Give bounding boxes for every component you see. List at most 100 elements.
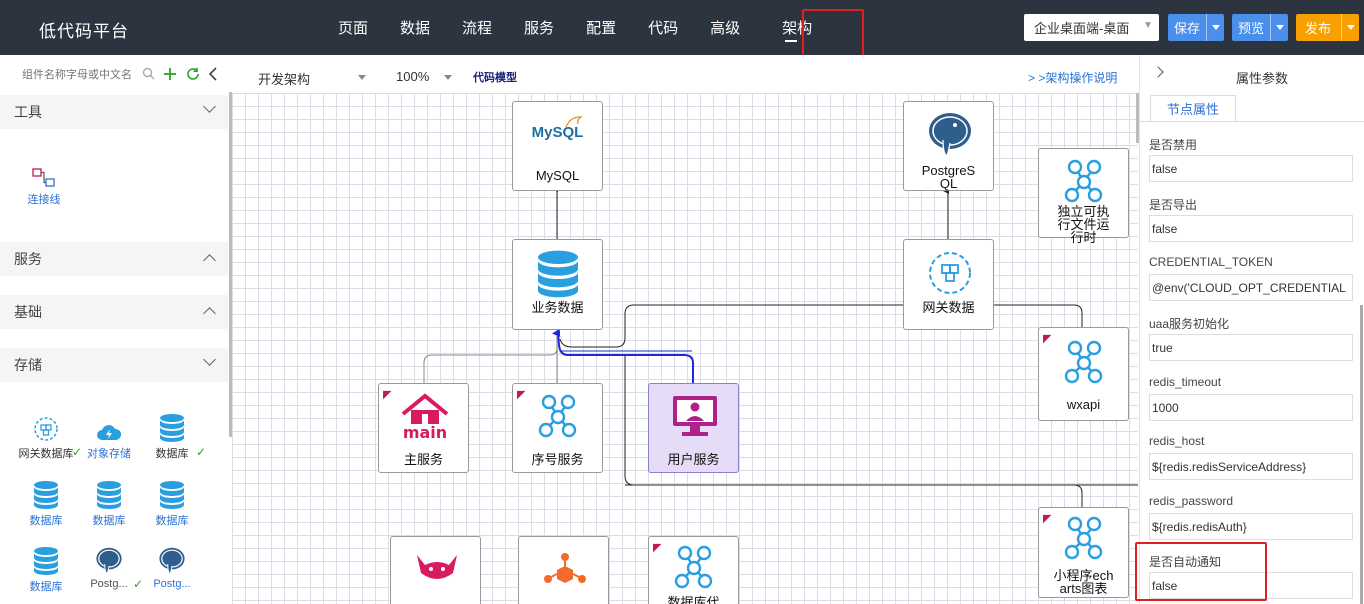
preview-dropdown[interactable] (1270, 14, 1288, 41)
env-select[interactable]: 企业桌面端-桌面▼ (1024, 14, 1159, 41)
caret-down-icon (1211, 25, 1220, 30)
node-label: 数据库代 (667, 595, 720, 604)
component-postgres-1[interactable]: Postg... (79, 542, 139, 590)
nav-config[interactable]: 配置 (570, 0, 632, 55)
save-button[interactable]: 保存 (1168, 14, 1225, 41)
component-gateway-db[interactable]: 网关数据库 (16, 409, 76, 461)
node-label: 用户服务 (667, 452, 720, 467)
refresh-icon[interactable] (186, 67, 200, 85)
nav-service[interactable]: 服务 (508, 0, 570, 55)
node-postgresql[interactable]: PostgreS QL (903, 101, 994, 191)
node-sequence-service[interactable]: ◤ 序号服务 (512, 383, 603, 473)
component-database-2[interactable]: 数据库 (16, 476, 76, 528)
preview-label: 预览 (1238, 21, 1265, 36)
search-icon[interactable] (142, 67, 155, 83)
component-database-1[interactable]: 数据库 (142, 409, 202, 461)
component-database-3[interactable]: 数据库 (79, 476, 139, 528)
nav-page[interactable]: 页面 (322, 0, 384, 55)
nav-flow[interactable]: 流程 (446, 0, 508, 55)
node-distribution[interactable] (518, 536, 609, 604)
node-wxapi[interactable]: ◤ wxapi (1038, 327, 1129, 421)
search-input[interactable] (22, 69, 140, 81)
canvas-scrollbar[interactable] (1136, 93, 1139, 143)
node-database-proxy[interactable]: ◤ 数据库代 (648, 536, 739, 604)
prop-label-disabled: 是否禁用 (1149, 138, 1198, 152)
nav-data[interactable]: 数据 (384, 0, 446, 55)
search-row (0, 55, 232, 97)
component-label: 数据库 (92, 515, 126, 527)
node-gateway-data[interactable]: 网关数据 (903, 239, 994, 330)
component-label: 数据库 (29, 515, 63, 527)
node-standalone-runtime[interactable]: 独立可执 行文件运 行时 (1038, 148, 1129, 244)
arch-select[interactable]: 开发架构 (258, 72, 311, 87)
node-business-data[interactable]: 业务数据 (512, 239, 603, 330)
component-database-5[interactable]: 数据库 (16, 542, 76, 594)
nav-highlight-box (802, 9, 864, 59)
preview-button[interactable]: 预览 (1232, 14, 1289, 41)
zoom-select[interactable]: 100% (396, 69, 430, 84)
component-label: Postg... (90, 578, 128, 590)
component-database-4[interactable]: 数据库 (142, 476, 202, 528)
tab-node-properties[interactable]: 节点属性 (1150, 95, 1236, 121)
node-label: PostgreS (921, 163, 976, 178)
node-label: wxapi (1066, 397, 1101, 412)
panel-scrollbar[interactable] (1360, 305, 1363, 604)
prop-input-disabled[interactable] (1149, 155, 1353, 182)
collapse-left-icon[interactable] (208, 67, 218, 85)
caret-down-icon (1346, 25, 1355, 30)
group-service[interactable]: 服务 (0, 242, 228, 276)
node-user-service[interactable]: 用户服务 (648, 383, 739, 473)
chevron-right-icon[interactable] (1152, 66, 1164, 78)
publish-dropdown[interactable] (1341, 14, 1359, 41)
prop-input-uaa-init[interactable] (1149, 334, 1353, 361)
component-object-storage[interactable]: 对象存储 (79, 409, 139, 461)
sidebar-scrollbar[interactable] (229, 92, 232, 437)
graph-nodes-icon (537, 394, 579, 441)
group-base[interactable]: 基础 (0, 295, 228, 329)
chevron-down-icon[interactable] (358, 75, 366, 80)
component-sidebar: 工具 连接线 服务 基础 存储 网关数据库 ✓ 对象存储 数据库 ✓ 数据库 数… (0, 55, 232, 604)
node-echarts[interactable]: ◤ 小程序ech arts图表 (1038, 507, 1129, 598)
arch-help-link[interactable]: > >架构操作说明 (1028, 71, 1118, 85)
component-postgres-2[interactable]: Postg... (142, 542, 202, 590)
node-label: 小程序ech (1053, 568, 1114, 583)
add-icon[interactable] (163, 67, 177, 85)
prop-input-credential-token[interactable] (1149, 274, 1353, 301)
nav-label: 流程 (462, 20, 493, 37)
prop-label-credential-token: CREDENTIAL_TOKEN (1149, 255, 1273, 269)
nav-architecture[interactable]: 架构 (756, 0, 826, 55)
prop-input-redis-timeout[interactable] (1149, 394, 1353, 421)
node-mysql[interactable]: MySQL MySQL (512, 101, 603, 191)
caret-down-icon (1275, 25, 1284, 30)
prop-input-redis-password[interactable] (1149, 513, 1353, 540)
group-storage[interactable]: 存储 (0, 348, 228, 382)
edge-user-biz[interactable] (552, 328, 694, 383)
component-label: 网关数据库 (18, 448, 74, 460)
save-dropdown[interactable] (1206, 14, 1224, 41)
flag-icon: ◤ (383, 389, 392, 401)
prop-input-redis-host[interactable] (1149, 453, 1353, 480)
prop-input-auto-notify[interactable] (1149, 572, 1353, 599)
component-connector[interactable]: 连接线 (14, 155, 74, 207)
nav-advanced[interactable]: 高级 (694, 0, 756, 55)
chevron-down-icon[interactable] (444, 75, 452, 80)
group-tools[interactable]: 工具 (0, 95, 228, 129)
database-icon (16, 542, 76, 576)
prop-input-export[interactable] (1149, 215, 1353, 242)
database-icon (535, 249, 581, 302)
architecture-canvas[interactable]: MySQL MySQL PostgreS QL 独立可执 行文件运 行时 业务数… (232, 93, 1138, 604)
component-label: 连接线 (27, 194, 61, 206)
edge-main-biz[interactable] (423, 333, 558, 383)
flag-icon: ◤ (1043, 333, 1052, 345)
cloud-icon (79, 409, 139, 443)
top-bar: 低代码平台 页面 数据 流程 服务 配置 代码 高级 架构 企业桌面端-桌面▼ … (0, 0, 1364, 59)
node-main-service[interactable]: ◤ main 主服务 (378, 383, 469, 473)
edge-wxapi-biz[interactable] (559, 304, 1083, 348)
node-label: 业务数据 (531, 300, 584, 315)
node-tomcat[interactable] (390, 536, 481, 604)
publish-button[interactable]: 发布 (1296, 14, 1360, 41)
code-model-link[interactable]: 代码模型 (473, 72, 517, 84)
nav-code[interactable]: 代码 (632, 0, 694, 55)
property-highlight-box (1135, 542, 1267, 601)
brand-title: 低代码平台 (39, 22, 129, 41)
